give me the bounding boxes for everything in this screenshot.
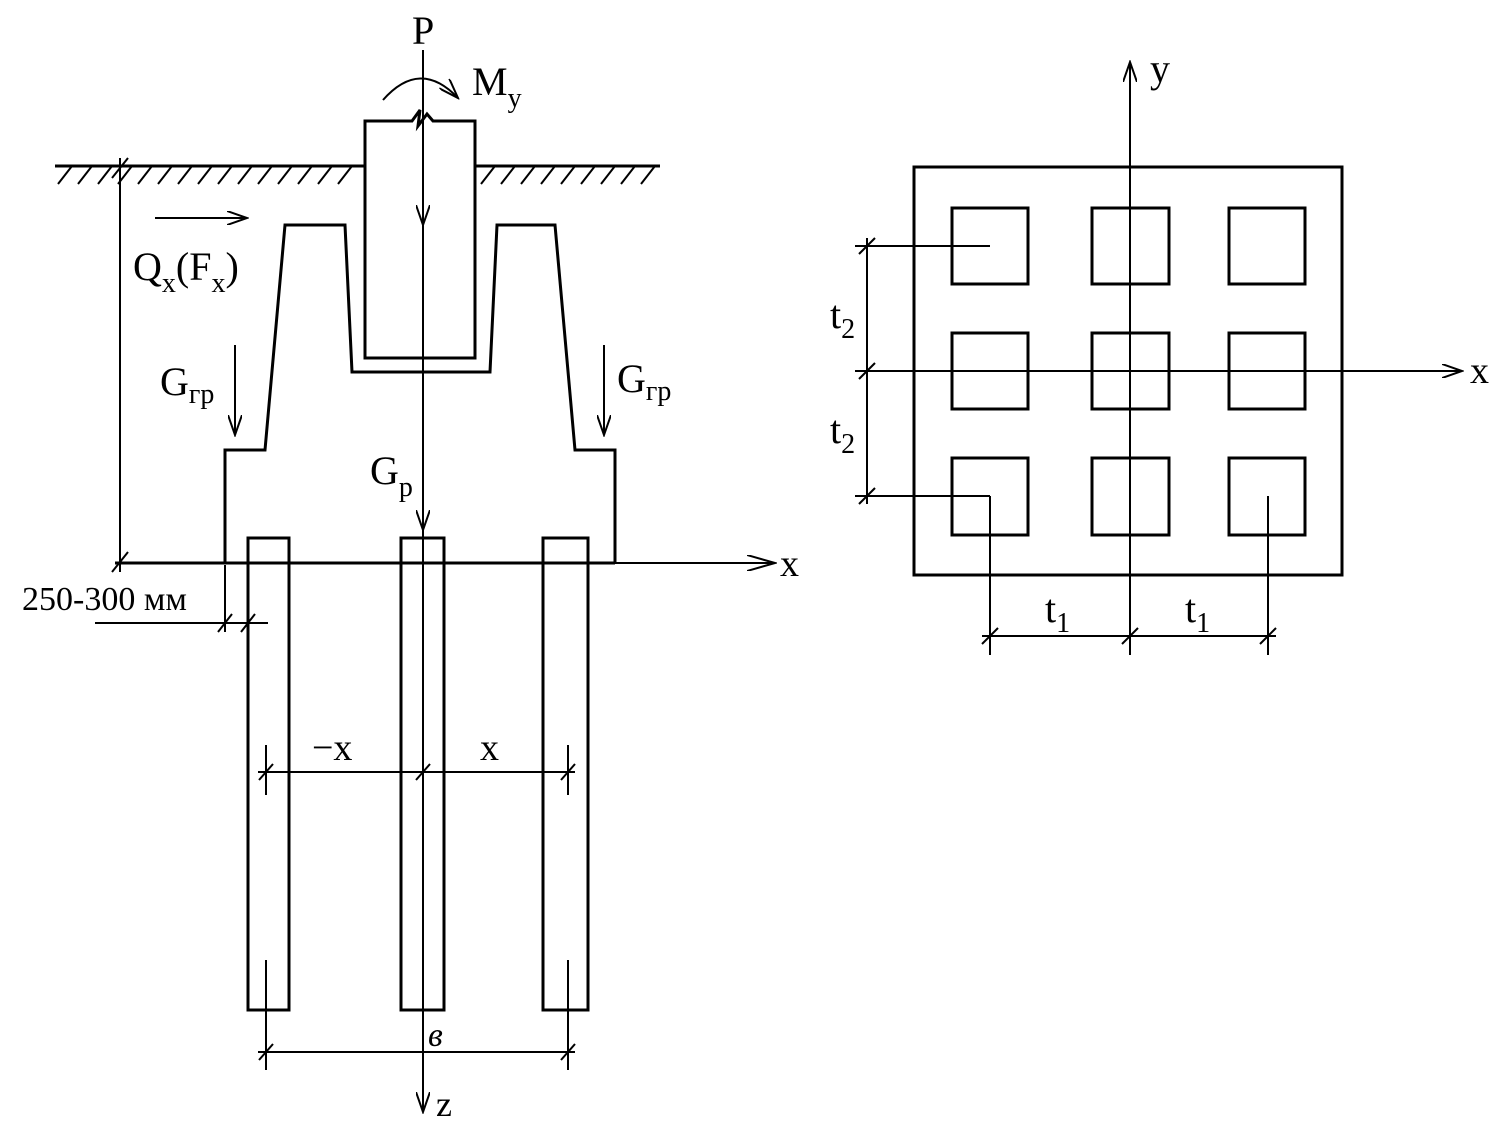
x-axis-plan-label: x	[1470, 350, 1489, 392]
y-axis-label: y	[1150, 46, 1170, 91]
soil-weight-left-label: Gгр	[160, 359, 214, 410]
moment-arrow	[382, 77, 458, 101]
right-plan-view: y x t2 t2 t1 t1	[830, 46, 1489, 655]
pile-right	[541, 536, 590, 1012]
t2-label-lower: t2	[830, 407, 855, 460]
x-axis-label: x	[780, 543, 799, 585]
horizontal-force-label: Qx(Fx)	[133, 244, 239, 299]
edge-distance-dimension	[95, 565, 268, 633]
width-label: в	[428, 1017, 443, 1054]
left-section-view: x z P My Gp Gгр Gгр Qx(Fx)	[22, 8, 799, 1124]
moment-label: My	[472, 59, 522, 114]
pile-plan	[1227, 206, 1307, 286]
t1-label-left: t1	[1045, 586, 1070, 639]
p-load-label: P	[412, 8, 434, 53]
t2-dimension	[855, 237, 1269, 655]
grillage-weight-label: Gp	[370, 448, 413, 503]
edge-distance-label: 250-300 мм	[22, 581, 187, 618]
column	[363, 109, 477, 360]
t1-label-right: t1	[1185, 586, 1210, 639]
ground-surface	[55, 164, 660, 185]
pos-x-label: x	[480, 727, 499, 769]
soil-weight-right-label: Gгр	[617, 356, 671, 407]
z-axis-label: z	[436, 1084, 452, 1124]
t2-label-upper: t2	[830, 292, 855, 345]
width-dimension	[258, 960, 576, 1070]
depth-dimension	[111, 157, 129, 573]
t1-dimension	[981, 627, 1277, 645]
pile-spacing-dimension	[258, 745, 576, 795]
grillage-outline	[223, 223, 617, 563]
neg-x-label: −x	[312, 727, 352, 769]
pile-left	[246, 536, 291, 1012]
